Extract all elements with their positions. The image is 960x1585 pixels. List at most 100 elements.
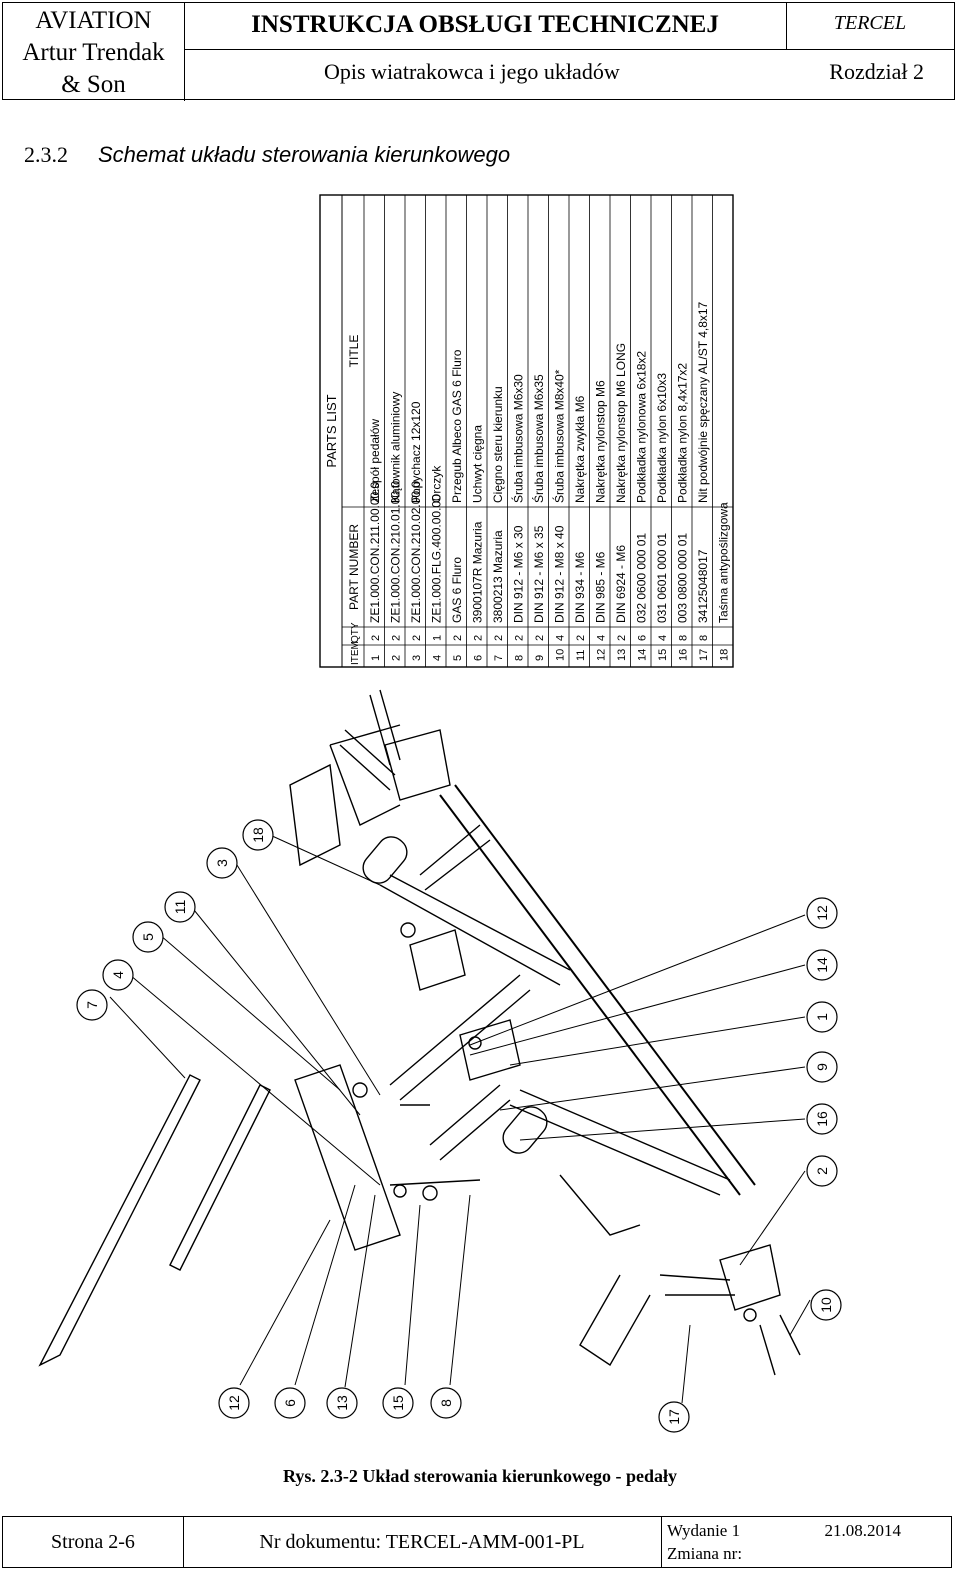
parts-list-cell: ZE1.000.CON.211.00.00.0 bbox=[368, 481, 382, 623]
parts-list-cell: Śruba imbusowa M6x30 bbox=[511, 374, 526, 503]
callout-label: 18 bbox=[250, 827, 266, 843]
parts-list-cell: 031 0601 000 01 bbox=[655, 533, 669, 623]
parts-list-cell: Orczyk bbox=[430, 465, 444, 503]
callout-circle bbox=[326, 1387, 358, 1419]
callout-label: 11 bbox=[172, 900, 188, 915]
parts-list-cell: Zespół pedałów bbox=[368, 419, 382, 503]
company-line-2: Artur Trendak bbox=[22, 39, 165, 66]
parts-list-cell: 11 bbox=[575, 650, 587, 661]
parts-list-cell: 2 bbox=[391, 655, 403, 661]
parts-list-cell: 2 bbox=[411, 635, 423, 641]
chapter-subtitle: Opis wiatrakowca i jego układów bbox=[324, 59, 620, 84]
parts-list-cell: 4 bbox=[555, 635, 567, 641]
callout-circle bbox=[806, 1051, 838, 1083]
callout-circle bbox=[430, 1387, 462, 1419]
parts-list-cell: 003 0800 000 01 bbox=[676, 533, 690, 623]
parts-list-cell: 17 bbox=[698, 649, 710, 661]
parts-list-cell: 8 bbox=[678, 635, 690, 641]
parts-list-cell: 13 bbox=[616, 649, 628, 661]
parts-list-cell: 032 0600 000 01 bbox=[635, 533, 649, 623]
change-number: Zmiana nr: bbox=[667, 1544, 743, 1563]
parts-list-cell: 2 bbox=[534, 635, 546, 641]
callout-label: 12 bbox=[226, 1395, 242, 1411]
chapter-number: Rozdział 2 bbox=[829, 59, 924, 84]
callout-label: 10 bbox=[818, 1297, 834, 1313]
parts-list-cell: 2 bbox=[452, 635, 464, 641]
parts-list-title: PARTS LIST bbox=[324, 394, 339, 467]
figure-caption: Rys. 2.3-2 Układ sterowania kierunkowego… bbox=[282, 1466, 678, 1486]
page-footer: Strona 2-6 Nr dokumentu: TERCEL-AMM-001-… bbox=[2, 1516, 952, 1568]
parts-list-cell: Nakrętka zwykła M6 bbox=[573, 395, 587, 503]
callout-label: 6 bbox=[282, 1399, 298, 1407]
callout-circle bbox=[658, 1401, 690, 1433]
callout-label: 4 bbox=[110, 971, 126, 979]
parts-list-cell: DIN 6924 - M6 bbox=[614, 545, 628, 623]
parts-list-cell: DIN 934 - M6 bbox=[573, 551, 587, 623]
callout-circle bbox=[132, 921, 164, 953]
callout-label: 5 bbox=[140, 933, 156, 941]
parts-list-cell: 1 bbox=[432, 635, 444, 641]
revision-block: Wydanie 1 21.08.2014 Zmiana nr: bbox=[661, 1517, 951, 1567]
company-line-1: AVIATION bbox=[35, 7, 152, 34]
parts-list-cell: 3800213 Mazuria bbox=[491, 530, 505, 623]
parts-list-cell: 6 bbox=[473, 655, 485, 661]
parts-list-cell: DIN 912 - M6 x 35 bbox=[532, 525, 546, 623]
parts-list-cell: Nakrętka nylonstop M6 bbox=[594, 380, 608, 503]
callout-circle bbox=[382, 1387, 414, 1419]
callout-leaders bbox=[109, 834, 811, 1404]
parts-list-header-qty: QTY bbox=[350, 622, 361, 643]
parts-list-cell: ZE1.000.CON.210.01.00.0 bbox=[389, 481, 403, 623]
parts-list-cell: 34125048017 bbox=[696, 549, 710, 623]
callout-circle bbox=[806, 897, 838, 929]
parts-list-cell: Nit podwójnie spęczany AL/ST 4,8x17 bbox=[696, 301, 710, 503]
parts-list-header-item: ITEM bbox=[350, 641, 361, 665]
parts-list-cell: 2 bbox=[575, 635, 587, 641]
callout-circle bbox=[76, 989, 108, 1021]
parts-list-cell: Śruba imbusowa M8x40* bbox=[552, 369, 567, 503]
header-subrow: Opis wiatrakowca i jego układów Rozdział… bbox=[184, 49, 954, 99]
parts-list-cell: 4 bbox=[432, 655, 444, 661]
parts-list-cell: ZE1.000.FLG.400.00.00 bbox=[430, 494, 444, 623]
parts-list-cell: 9 bbox=[534, 655, 546, 661]
document-number: Nr dokumentu: TERCEL-AMM-001-PL bbox=[183, 1517, 662, 1567]
parts-list-cell: Kątownik aluminiowy bbox=[389, 392, 403, 503]
parts-list-cell: ZE1.000.CON.210.02.00.0 bbox=[409, 481, 423, 623]
callout-label: 16 bbox=[814, 1111, 830, 1127]
parts-list-cell: Podkładka nylonowa 6x18x2 bbox=[635, 351, 649, 503]
parts-list-cell: 7 bbox=[493, 655, 505, 661]
callout-circle bbox=[810, 1289, 842, 1321]
callout-label: 12 bbox=[814, 905, 830, 921]
parts-list-cell: 2 bbox=[514, 635, 526, 641]
parts-list-cell: 3 bbox=[411, 655, 423, 661]
parts-list-cell: 2 bbox=[616, 635, 628, 641]
parts-list-cell: 3900107R Mazuria bbox=[471, 521, 485, 623]
callout-circle bbox=[274, 1387, 306, 1419]
parts-list-cell: Cięgno steru kierunku bbox=[491, 386, 505, 503]
company-name: AVIATION Artur Trendak & Son bbox=[3, 3, 185, 101]
parts-list-cell: 4 bbox=[657, 635, 669, 641]
parts-list-cell: DIN 912 - M6 x 30 bbox=[512, 525, 526, 623]
callout-label: 13 bbox=[334, 1395, 350, 1411]
parts-list-cell: Przegub Albeco GAS 6 Fluro bbox=[450, 349, 464, 503]
callout-label: 3 bbox=[214, 859, 230, 867]
callout-circle bbox=[806, 1103, 838, 1135]
callout-label: 2 bbox=[814, 1167, 830, 1175]
callout-circle bbox=[164, 891, 196, 923]
parts-list-cell: DIN 912 - M8 x 40 bbox=[553, 525, 567, 623]
parts-list-cell: 12 bbox=[596, 649, 608, 661]
callout-label: 1 bbox=[814, 1013, 830, 1021]
parts-list-cell: 16 bbox=[678, 649, 690, 661]
parts-list-cell: 6 bbox=[637, 635, 649, 641]
callout-circle bbox=[102, 959, 134, 991]
callout-circle bbox=[242, 819, 274, 851]
parts-list-cell: Podkładka nylon 6x10x3 bbox=[655, 373, 669, 503]
parts-list-cell: 8 bbox=[514, 655, 526, 661]
parts-list-cell: 10 bbox=[555, 649, 567, 661]
callout-circle bbox=[218, 1387, 250, 1419]
parts-list-header-title: TITLE bbox=[347, 335, 361, 368]
callout-circle bbox=[206, 847, 238, 879]
